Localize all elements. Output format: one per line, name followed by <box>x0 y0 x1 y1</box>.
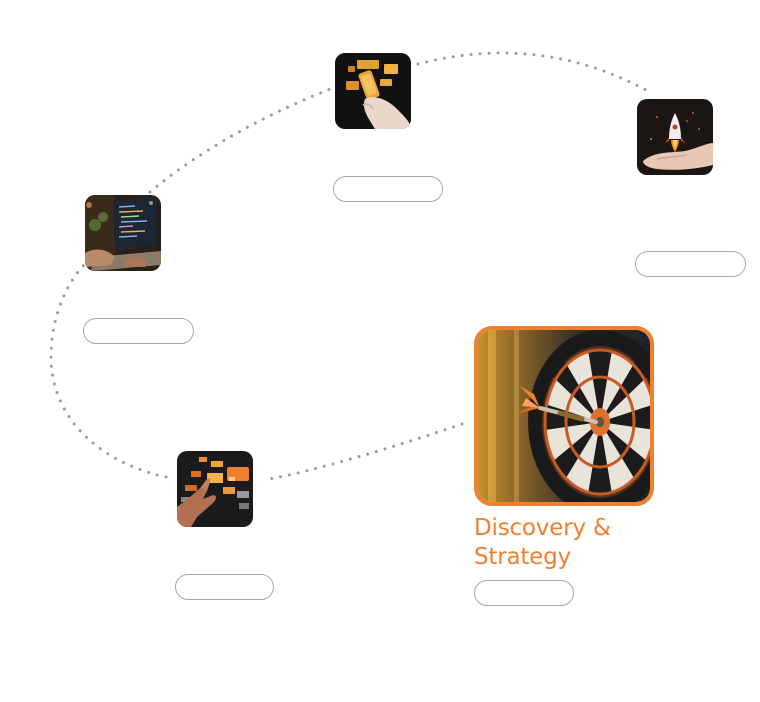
rocket-hand-icon <box>637 99 713 175</box>
step-launch-label-pill[interactable] <box>635 251 746 277</box>
laptop-code-icon <box>85 195 161 271</box>
step-discovery-title: Discovery & Strategy <box>474 515 611 570</box>
step-ui-design-label-pill[interactable] <box>175 574 274 600</box>
step-ui-design-thumbnail[interactable] <box>177 451 253 527</box>
step-prototype-thumbnail[interactable] <box>335 53 411 129</box>
step-development-label-pill[interactable] <box>83 318 194 344</box>
hand-ui-blocks-icon <box>177 451 253 527</box>
step-launch-thumbnail[interactable] <box>637 99 713 175</box>
step-discovery-thumbnail[interactable] <box>474 326 654 506</box>
step-development-thumbnail[interactable] <box>85 195 161 271</box>
step-discovery-label-pill[interactable] <box>474 580 574 606</box>
phone-hand-icon <box>335 53 411 129</box>
dartboard-icon <box>478 330 650 502</box>
step-prototype-label-pill[interactable] <box>333 176 443 202</box>
